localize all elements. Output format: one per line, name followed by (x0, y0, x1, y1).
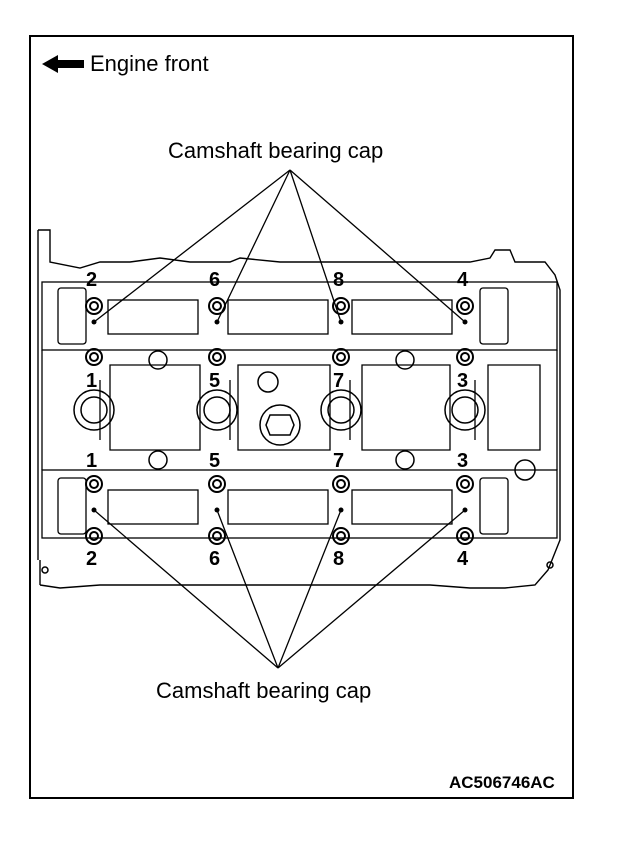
lower-callout-label: Camshaft bearing cap (156, 678, 372, 703)
bolt-number: 3 (457, 370, 469, 392)
camshaft-housings (41, 281, 558, 539)
engine-front-label: Engine front (90, 51, 209, 76)
bolt-number: 2 (86, 269, 98, 291)
bolt-number: 5 (209, 450, 221, 472)
leader-dots (91, 319, 468, 513)
bolt-number: 8 (333, 269, 345, 291)
bolt-number: 3 (457, 450, 469, 472)
bolt-number: 4 (457, 548, 469, 570)
bolt-number: 1 (86, 370, 98, 392)
bolt-number: 6 (209, 548, 221, 570)
bolt-number: 7 (333, 450, 345, 472)
engine-front-arrow-icon (42, 55, 84, 73)
spark-plug-holes (41, 350, 554, 574)
cylinder-head-outline (37, 229, 561, 589)
bolt-number: 2 (86, 548, 98, 570)
bolt-number: 4 (457, 269, 469, 291)
upper-callout-label: Camshaft bearing cap (168, 138, 384, 163)
bolt-number: 8 (333, 548, 345, 570)
upper-callout-leaders (93, 169, 466, 323)
lower-callout-leaders (93, 509, 466, 669)
bolt-number: 1 (86, 450, 98, 472)
bolt-number: 6 (209, 269, 221, 291)
bearing-cap-bolts (85, 297, 474, 545)
bolt-number: 5 (209, 370, 221, 392)
bolt-number: 7 (333, 370, 345, 392)
figure-code: AC506746AC (449, 773, 555, 792)
